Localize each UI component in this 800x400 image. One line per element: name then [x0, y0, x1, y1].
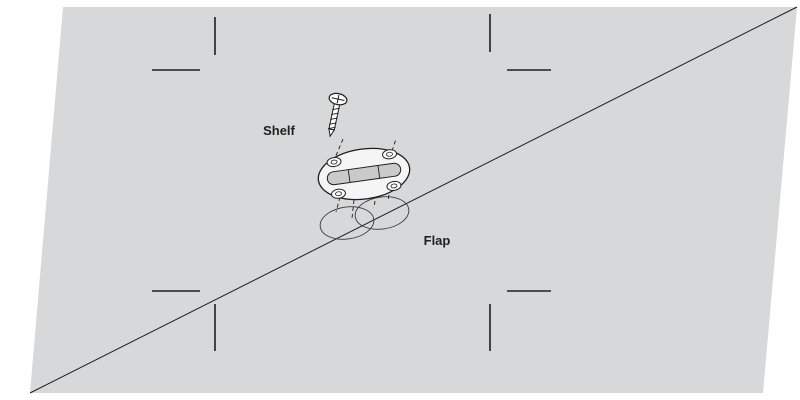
hinge-knuckle-segment: [377, 165, 381, 179]
corner-mark-bottom-left: [152, 290, 216, 351]
corner-marks: [152, 14, 551, 351]
screw-threads: [328, 107, 340, 130]
hinge-screw-holes: [326, 149, 402, 199]
fold-line: [29, 6, 798, 394]
screw-hole-center: [386, 151, 393, 157]
label-shelf: Shelf: [263, 123, 295, 138]
screw-hole-center: [335, 191, 342, 197]
corner-mark-top-right: [489, 14, 551, 71]
guide-line: [351, 199, 355, 219]
screw-hole-center: [390, 183, 398, 189]
guide-line: [334, 138, 344, 159]
corner-mark-bottom-right: [489, 290, 551, 351]
label-flap: Flap: [424, 233, 451, 248]
screw-icon: [328, 92, 348, 138]
corner-mark-top-left: [152, 17, 216, 71]
hinge-knuckle: [326, 162, 402, 186]
hinge-knuckle-segment: [347, 169, 351, 183]
hinge-icon: [317, 147, 411, 201]
screw-head-cross-slot: [331, 94, 345, 104]
recess-outline-left: [319, 206, 375, 240]
screw-tip: [328, 128, 336, 138]
recess-outline-right: [354, 196, 410, 230]
hinge-recess-outlines: [319, 196, 410, 240]
guide-line: [335, 196, 341, 213]
screw-hole-center: [330, 159, 338, 165]
guide-line: [391, 138, 397, 152]
